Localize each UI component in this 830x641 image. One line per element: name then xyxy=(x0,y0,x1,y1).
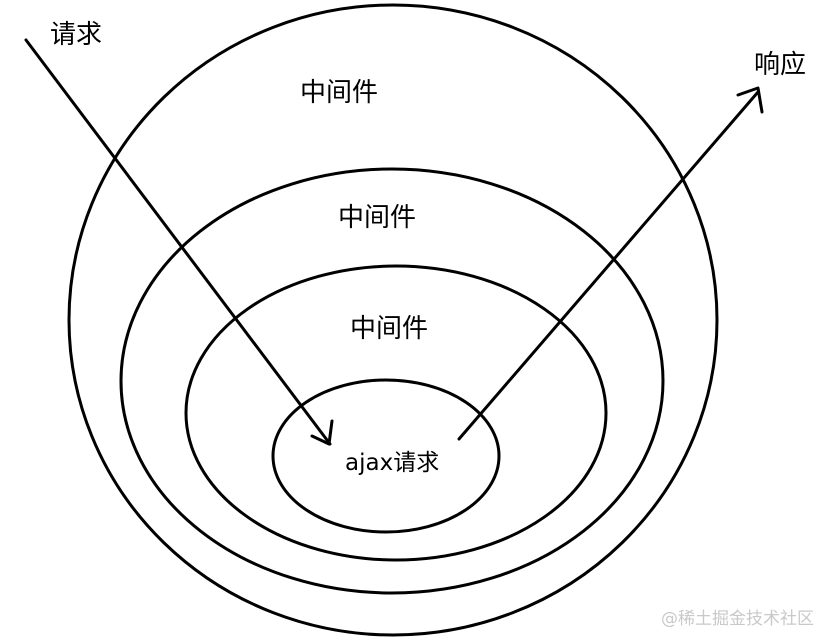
response-arrow-line xyxy=(457,90,760,441)
watermark: @稀土掘金技术社区 xyxy=(661,609,814,629)
request-arrow-head xyxy=(310,419,334,446)
response-label: 响应 xyxy=(754,50,807,80)
ajax-request-label: ajax请求 xyxy=(345,450,440,476)
response-arrow-head xyxy=(736,86,764,114)
request-arrow-line xyxy=(24,38,332,446)
middleware-inner-layer xyxy=(184,264,608,562)
middleware-middle-layer xyxy=(119,167,665,595)
middleware-outer-layer xyxy=(67,3,719,637)
middleware-outer-label: 中间件 xyxy=(300,78,379,108)
middleware-middle-label: 中间件 xyxy=(338,203,417,233)
middleware-inner-label: 中间件 xyxy=(350,314,429,344)
request-label: 请求 xyxy=(50,20,103,50)
ajax-request-core xyxy=(271,378,501,534)
